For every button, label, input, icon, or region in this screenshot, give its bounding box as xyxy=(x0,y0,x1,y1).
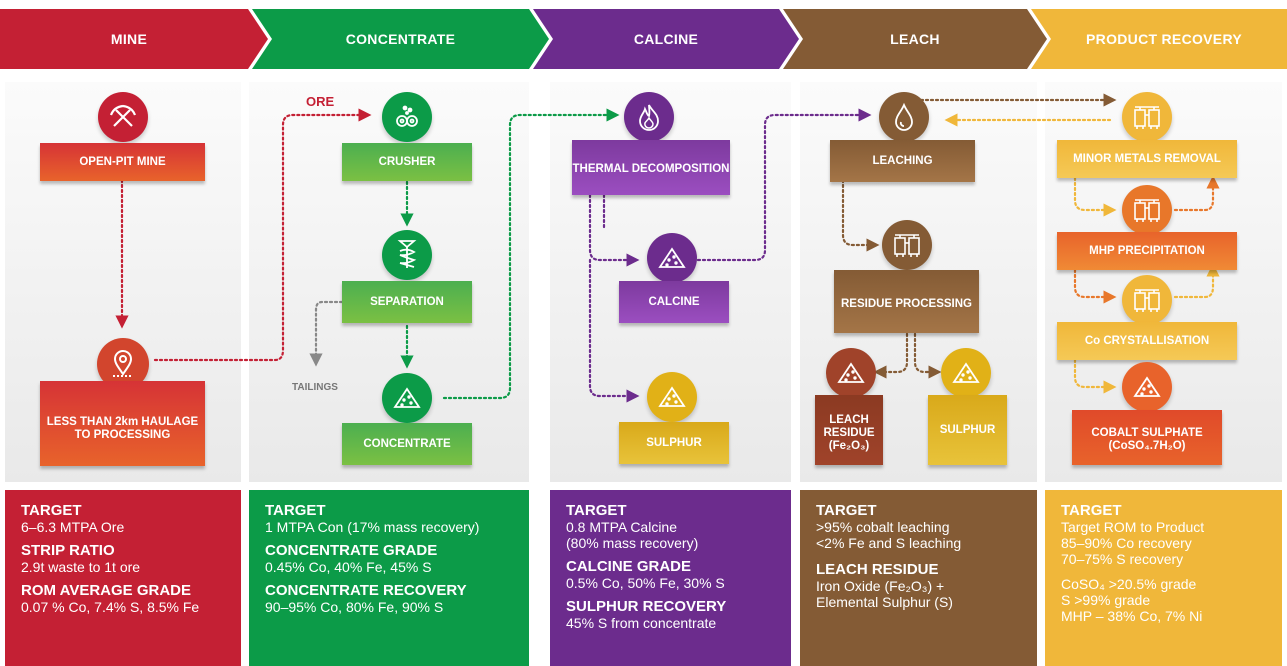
concentrate-stat-heading: CONCENTRATE RECOVERY xyxy=(265,582,467,599)
leach-residue-formula: (Fe₂O₃) xyxy=(828,439,870,452)
concentrate-stat-heading: TARGET xyxy=(265,502,326,519)
tank-icon xyxy=(882,220,932,270)
calcine-pile-icon xyxy=(647,233,697,283)
stage-label-calcine: CALCINE xyxy=(633,31,699,47)
leach-sulphur-pile-icon xyxy=(941,348,991,398)
leach-stat-heading: TARGET xyxy=(816,502,877,519)
tank-icon-mhp xyxy=(1122,185,1172,235)
separation-box: SEPARATION xyxy=(342,281,472,323)
sulphur-box-calcine: SULPHUR xyxy=(619,422,729,464)
product-stats-panel: TARGET Target ROM to Product 85–90% Co r… xyxy=(1045,490,1282,666)
pickaxe-icon xyxy=(98,92,148,142)
cobalt-sulphate-pile-icon xyxy=(1122,362,1172,412)
tank-icon-minor-metals xyxy=(1122,92,1172,142)
co-crystallisation-box: Co CRYSTALLISATION xyxy=(1057,322,1237,360)
stage-label-concentrate: CONCENTRATE xyxy=(345,31,456,47)
chevron-product xyxy=(1031,9,1287,69)
concentrate-stats-panel: TARGET 1 MTPA Con (17% mass recovery) CO… xyxy=(249,490,529,666)
mhp-precipitation-box: MHP PRECIPITATION xyxy=(1057,232,1237,270)
chevron-calcine xyxy=(533,9,799,69)
concentrate-stat-heading: CONCENTRATE GRADE xyxy=(265,542,438,559)
chevron-leach xyxy=(783,9,1047,69)
leach-stat-text: Iron Oxide (Fe₂O₃) + xyxy=(816,578,945,594)
ore-label: ORE xyxy=(306,94,335,109)
leach-stat-text: >95% cobalt leaching xyxy=(816,519,950,535)
product-stat-text: CoSO₄ >20.5% grade xyxy=(1061,576,1197,592)
flame-icon xyxy=(624,92,674,142)
spiral-separator-icon xyxy=(382,230,432,280)
mine-stat-heading: ROM AVERAGE GRADE xyxy=(21,582,192,599)
stage-label-mine: MINE xyxy=(110,31,148,47)
cobalt-sulphate-box: COBALT SULPHATE (CoSO₄.7H₂O) xyxy=(1072,410,1222,465)
sulphur-pile-icon xyxy=(647,372,697,422)
sulphur-box-leach: SULPHUR xyxy=(928,395,1007,465)
crusher-icon xyxy=(382,92,432,142)
leach-stats-panel: TARGET >95% cobalt leaching <2% Fe and S… xyxy=(800,490,1037,666)
leaching-box: LEACHING xyxy=(830,140,975,182)
product-stat-text: 85–90% Co recovery xyxy=(1061,535,1192,551)
leach-residue-label: LEACH RESIDUE xyxy=(823,413,875,439)
flow-connectors xyxy=(115,93,1220,403)
calcine-stat-text: (80% mass recovery) xyxy=(566,535,699,551)
leach-residue-box: LEACH RESIDUE (Fe₂O₃) xyxy=(815,395,883,465)
concentrate-stat-text: 1 MTPA Con (17% mass recovery) xyxy=(265,519,480,535)
product-stat-text: 70–75% S recovery xyxy=(1061,551,1184,567)
crusher-box: CRUSHER xyxy=(342,143,472,181)
product-stat-text: S >99% grade xyxy=(1061,592,1151,608)
concentrate-stat-text: 90–95% Co, 80% Fe, 90% S xyxy=(265,599,444,615)
calcine-stat-heading: SULPHUR RECOVERY xyxy=(566,598,727,615)
minor-metals-removal-box: MINOR METALS REMOVAL xyxy=(1057,140,1237,178)
concentrate-stat-text: 0.45% Co, 40% Fe, 45% S xyxy=(265,559,432,575)
calcine-box: CALCINE xyxy=(619,281,729,323)
product-stat-text: Target ROM to Product xyxy=(1061,519,1205,535)
chevron-mine xyxy=(0,9,268,69)
concentrate-pile-icon xyxy=(382,373,432,423)
leach-residue-pile-icon xyxy=(826,348,876,398)
product-stat-text: MHP – 38% Co, 7% Ni xyxy=(1061,608,1203,624)
stage-header xyxy=(0,9,1287,69)
mine-stat-text: 6–6.3 MTPA Ore xyxy=(21,519,125,535)
mine-stats-panel: TARGET 6–6.3 MTPA Ore STRIP RATIO 2.9t w… xyxy=(5,490,241,666)
leach-stat-text: <2% Fe and S leaching xyxy=(816,535,962,551)
cobalt-sulphate-formula: (CoSO₄.7H₂O) xyxy=(1108,439,1186,452)
calcine-stat-text: 45% S from concentrate xyxy=(566,615,717,631)
open-pit-mine-box: OPEN-PIT MINE xyxy=(40,143,205,181)
mine-stat-text: 0.07 % Co, 7.4% S, 8.5% Fe xyxy=(21,599,200,615)
stage-label-product: PRODUCT RECOVERY xyxy=(1086,31,1242,47)
leach-stat-text: Elemental Sulphur (S) xyxy=(816,594,953,610)
tank-icon-co xyxy=(1122,275,1172,325)
cobalt-sulphate-label: COBALT SULPHATE xyxy=(1091,426,1203,439)
haulage-box: LESS THAN 2km HAULAGE TO PROCESSING xyxy=(40,381,205,466)
calcine-stat-text: 0.5% Co, 50% Fe, 30% S xyxy=(566,575,725,591)
concentrate-box: CONCENTRATE xyxy=(342,423,472,465)
calcine-stats-panel: TARGET 0.8 MTPA Calcine (80% mass recove… xyxy=(550,490,791,666)
tailings-label: TAILINGS xyxy=(292,382,338,393)
droplet-icon xyxy=(879,92,929,142)
chevron-concentrate xyxy=(252,9,549,69)
calcine-stat-text: 0.8 MTPA Calcine xyxy=(566,519,678,535)
calcine-stat-heading: CALCINE GRADE xyxy=(566,558,692,575)
mine-stat-heading: STRIP RATIO xyxy=(21,542,115,559)
mine-stat-text: 2.9t waste to 1t ore xyxy=(21,559,141,575)
leach-stat-heading: LEACH RESIDUE xyxy=(816,561,939,578)
product-stat-heading: TARGET xyxy=(1061,502,1122,519)
mine-stat-heading: TARGET xyxy=(21,502,82,519)
calcine-stat-heading: TARGET xyxy=(566,502,627,519)
thermal-decomposition-box: THERMAL DECOMPOSITION xyxy=(572,140,730,195)
stage-label-leach: LEACH xyxy=(890,31,940,47)
residue-processing-box: RESIDUE PROCESSING xyxy=(834,270,979,333)
